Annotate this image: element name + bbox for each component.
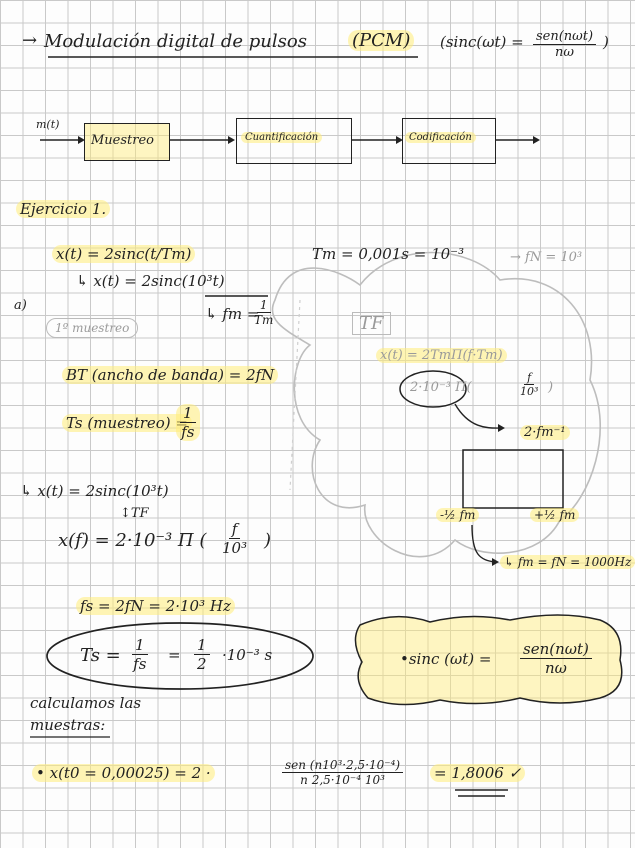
block-cuantificacion: Cuantificación: [236, 118, 352, 164]
block-muestreo: Muestreo: [84, 123, 170, 161]
exercise-ts-fraction: 1 fs: [176, 404, 200, 441]
tf-bubble-line2-fraction: f 10³: [520, 371, 538, 398]
tf-bubble-line2-den: 10³: [520, 385, 539, 398]
exercise-a-label: a): [14, 298, 27, 313]
block-codificacion-label: Codificación: [405, 132, 476, 143]
tf-bubble-height-label: 2·fm⁻¹: [520, 425, 570, 440]
derivation-ts-den2: 2: [197, 655, 207, 673]
exercise-ts-den: fs: [181, 423, 195, 441]
samples-result: = 1,8006 ✓: [430, 764, 526, 782]
tf-bubble-line2-left: 2·10⁻³ Π(: [410, 380, 472, 395]
samples-heading-line2: muestras:: [30, 716, 106, 734]
derivation-ts-num2: 1: [194, 636, 210, 655]
exercise-fm-fraction: 1 Tm: [254, 298, 273, 327]
derivation-ts-eq: =: [168, 646, 181, 664]
exercise-x-def: x(t) = 2sinc(t/Tm): [52, 245, 196, 263]
tf-bubble-left-edge: -½ fm: [436, 508, 480, 522]
exercise-ts-num: 1: [180, 404, 196, 423]
derivation-tf: ↕TF: [120, 506, 149, 521]
derivation-line2-right: ): [264, 530, 272, 551]
title-sinc-den: nω: [555, 45, 575, 60]
tf-bubble-line2-num: f: [524, 371, 535, 385]
samples-heading-line1: calculamos las: [30, 694, 142, 712]
title-arrow: →: [22, 30, 38, 51]
tf-bubble-line2-right: ): [548, 380, 554, 395]
derivation-ts-fraction: 1 fs: [132, 636, 148, 673]
tf-bubble-label: TF: [352, 312, 391, 335]
block-muestreo-label: Muestreo: [91, 133, 155, 148]
derivation-line1: ↳ x(t) = 2sinc(10³t): [20, 482, 169, 500]
exercise-label: Ejercicio 1.: [16, 200, 111, 218]
title-sinc-close: ): [603, 33, 609, 51]
exercise-gray-note: → fN = 10³: [510, 250, 583, 265]
tf-bubble-fm-result: ↳ fm = fN = 1000Hz: [500, 555, 635, 569]
samples-frac-num: sen (n10³·2,5·10⁻⁴): [282, 758, 404, 773]
sinc-box-num: sen(nωt): [520, 640, 592, 659]
exercise-muestreo-note: 1º muestreo: [46, 318, 139, 338]
derivation-ts-prefix: Ts =: [80, 645, 121, 666]
title-acronym: (PCM): [348, 30, 415, 51]
derivation-ts-fraction2: 1 2: [194, 636, 210, 673]
exercise-tm: Tm = 0,001s = 10⁻³: [312, 245, 465, 263]
exercise-x-sub: ↳ x(t) = 2sinc(10³t): [76, 272, 225, 290]
sinc-box-fraction: sen(nωt) nω: [520, 640, 592, 677]
title-sinc-lhs: (sinc(ωt) =: [440, 33, 524, 51]
block-codificacion: Codificación: [402, 118, 496, 164]
exercise-fm-den: Tm: [254, 313, 274, 327]
derivation-fs: fs = 2fN = 2·10³ Hz: [76, 597, 235, 615]
exercise-bt: BT (ancho de banda) = 2fN: [62, 366, 279, 384]
title-sinc-fraction: sen(nωt) nω: [533, 29, 597, 60]
exercise-fm-prefix: ↳ fm =: [205, 305, 260, 323]
tf-bubble-right-edge: +½ fm: [530, 508, 580, 522]
derivation-ts-den: fs: [133, 655, 147, 673]
samples-frac-den: n 2,5·10⁻⁴ 10³: [300, 773, 385, 787]
sinc-box-left: •sinc (ωt) =: [400, 650, 492, 668]
derivation-line2-den: 10³: [222, 539, 248, 557]
derivation-ts-num: 1: [132, 636, 148, 655]
exercise-fm-num: 1: [256, 298, 271, 313]
samples-bullet: • x(t0 = 0,00025) = 2 ·: [32, 764, 215, 782]
derivation-line2-left: x(f) = 2·10⁻³ Π (: [58, 530, 207, 551]
title-sinc-num: sen(nωt): [533, 29, 597, 45]
derivation-ts-tail: ·10⁻³ s: [222, 646, 273, 664]
derivation-line2-num: f: [228, 520, 241, 539]
block-cuantificacion-label: Cuantificación: [241, 132, 323, 143]
diagram-input-label: m(t): [36, 118, 60, 131]
sinc-box-den: nω: [544, 659, 567, 677]
exercise-ts-label: Ts (muestreo) =: [62, 414, 192, 432]
samples-fraction: sen (n10³·2,5·10⁻⁴) n 2,5·10⁻⁴ 10³: [282, 758, 404, 787]
page-title: Modulación digital de pulsos: [44, 31, 307, 52]
tf-bubble-line1: x(t) = 2TmΠ(f·Tm): [376, 348, 507, 363]
derivation-line2-fraction: f 10³: [222, 520, 247, 557]
